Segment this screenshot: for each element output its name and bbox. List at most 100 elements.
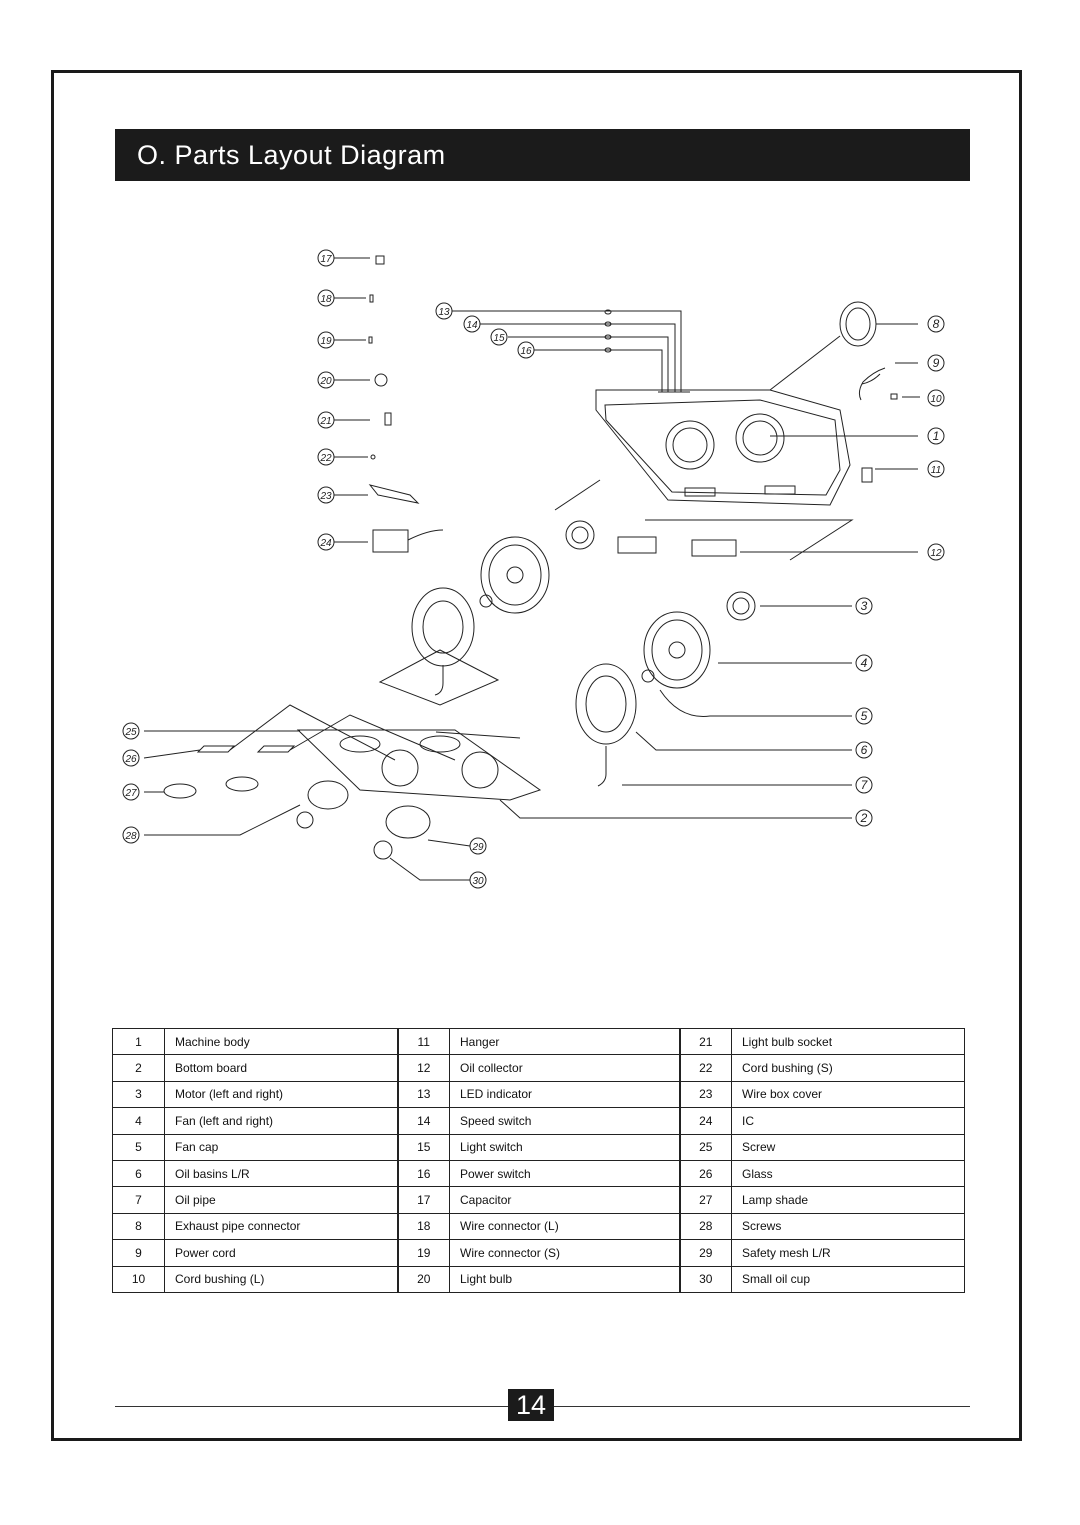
- part-name: Oil pipe: [164, 1186, 399, 1214]
- part-name: Machine body: [164, 1027, 399, 1056]
- callout-circle: [463, 315, 481, 333]
- part-number: 27: [679, 1186, 732, 1214]
- callout-5: 5: [855, 707, 873, 725]
- callout-number: 7: [861, 778, 869, 792]
- callout-4: 4: [855, 654, 873, 672]
- callout-12: 12: [927, 543, 945, 561]
- part-name: Light bulb socket: [731, 1027, 965, 1056]
- callout-circle: [517, 341, 535, 359]
- callout-6: 6: [855, 741, 873, 759]
- part-name: Cord bushing (L): [164, 1265, 399, 1293]
- part-name: Exhaust pipe connector: [164, 1212, 399, 1241]
- callout-10: 10: [927, 389, 945, 407]
- callout-circle: [122, 749, 140, 767]
- callout-17: 17: [317, 249, 335, 267]
- callout-circle: [855, 654, 873, 672]
- part-name: Glass: [731, 1159, 965, 1188]
- part-number: 11: [397, 1027, 450, 1056]
- callout-3: 3: [855, 597, 873, 615]
- callout-circle: [317, 448, 335, 466]
- callout-layer: 1234567891011121314151617181920212223242…: [122, 249, 945, 889]
- callout-number: 17: [320, 254, 332, 265]
- part-number: 12: [397, 1054, 450, 1082]
- callout-18: 18: [317, 289, 335, 307]
- part-number: 20: [397, 1265, 450, 1293]
- part-name: Oil collector: [449, 1054, 681, 1082]
- callout-20: 20: [317, 371, 335, 389]
- callout-number: 11: [931, 465, 941, 476]
- callout-24: 24: [317, 533, 335, 551]
- part-name: Lamp shade: [731, 1186, 965, 1214]
- part-number: 13: [397, 1080, 450, 1109]
- page-number: 14: [508, 1389, 554, 1421]
- callout-circle: [490, 328, 508, 346]
- part-name: Speed switch: [449, 1107, 681, 1135]
- part-number: 14: [397, 1107, 450, 1135]
- part-name: Wire connector (S): [449, 1239, 681, 1267]
- part-name: Light switch: [449, 1133, 681, 1161]
- callout-number: 29: [471, 842, 484, 853]
- callout-circle: [927, 389, 945, 407]
- callout-circle: [855, 741, 873, 759]
- glass-lamp-drawing: [143, 704, 456, 799]
- callout-13: 13: [435, 302, 453, 320]
- part-name: LED indicator: [449, 1080, 681, 1109]
- part-number: 6: [112, 1159, 165, 1188]
- part-number: 3: [112, 1080, 165, 1109]
- callout-number: 1: [933, 429, 940, 443]
- callout-circle: [469, 837, 487, 855]
- callout-2: 2: [855, 809, 873, 827]
- part-number: 28: [679, 1212, 732, 1241]
- callout-number: 20: [319, 376, 332, 387]
- callout-number: 4: [861, 656, 868, 670]
- part-name: Motor (left and right): [164, 1080, 399, 1109]
- part-number: 5: [112, 1133, 165, 1161]
- callout-number: 14: [466, 320, 478, 331]
- callout-23: 23: [317, 486, 335, 504]
- safety-mesh-drawing: [144, 780, 471, 881]
- bottom-board-drawing: [144, 729, 852, 819]
- callout-27: 27: [122, 783, 140, 801]
- callout-28: 28: [122, 826, 140, 844]
- callout-number: 9: [933, 356, 940, 370]
- callout-circle: [317, 289, 335, 307]
- part-number: 24: [679, 1107, 732, 1135]
- callout-number: 16: [520, 346, 532, 357]
- part-name: Fan (left and right): [164, 1107, 399, 1135]
- part-name: Wire box cover: [731, 1080, 965, 1109]
- callout-25: 25: [122, 722, 140, 740]
- control-buttons-drawing: [452, 309, 682, 392]
- callout-circle: [855, 776, 873, 794]
- part-name: Power cord: [164, 1239, 399, 1267]
- callout-circle: [317, 331, 335, 349]
- exhaust-connector-drawing: [769, 301, 918, 391]
- callout-number: 13: [438, 307, 450, 318]
- right-motor-fan-drawing: [575, 591, 852, 787]
- part-number: 17: [397, 1186, 450, 1214]
- callout-circle: [317, 411, 335, 429]
- callout-11: 11: [927, 460, 945, 478]
- callout-circle: [927, 543, 945, 561]
- callout-circle: [927, 315, 945, 333]
- callout-number: 24: [319, 538, 332, 549]
- part-name: Power switch: [449, 1159, 681, 1188]
- callout-circle: [317, 249, 335, 267]
- part-number: 16: [397, 1159, 450, 1188]
- callout-number: 3: [861, 599, 868, 613]
- callout-21: 21: [317, 411, 335, 429]
- callout-circle: [855, 809, 873, 827]
- callout-22: 22: [317, 448, 335, 466]
- callout-number: 23: [319, 491, 332, 502]
- callout-circle: [317, 533, 335, 551]
- part-name: Small oil cup: [731, 1265, 965, 1293]
- callout-8: 8: [927, 315, 945, 333]
